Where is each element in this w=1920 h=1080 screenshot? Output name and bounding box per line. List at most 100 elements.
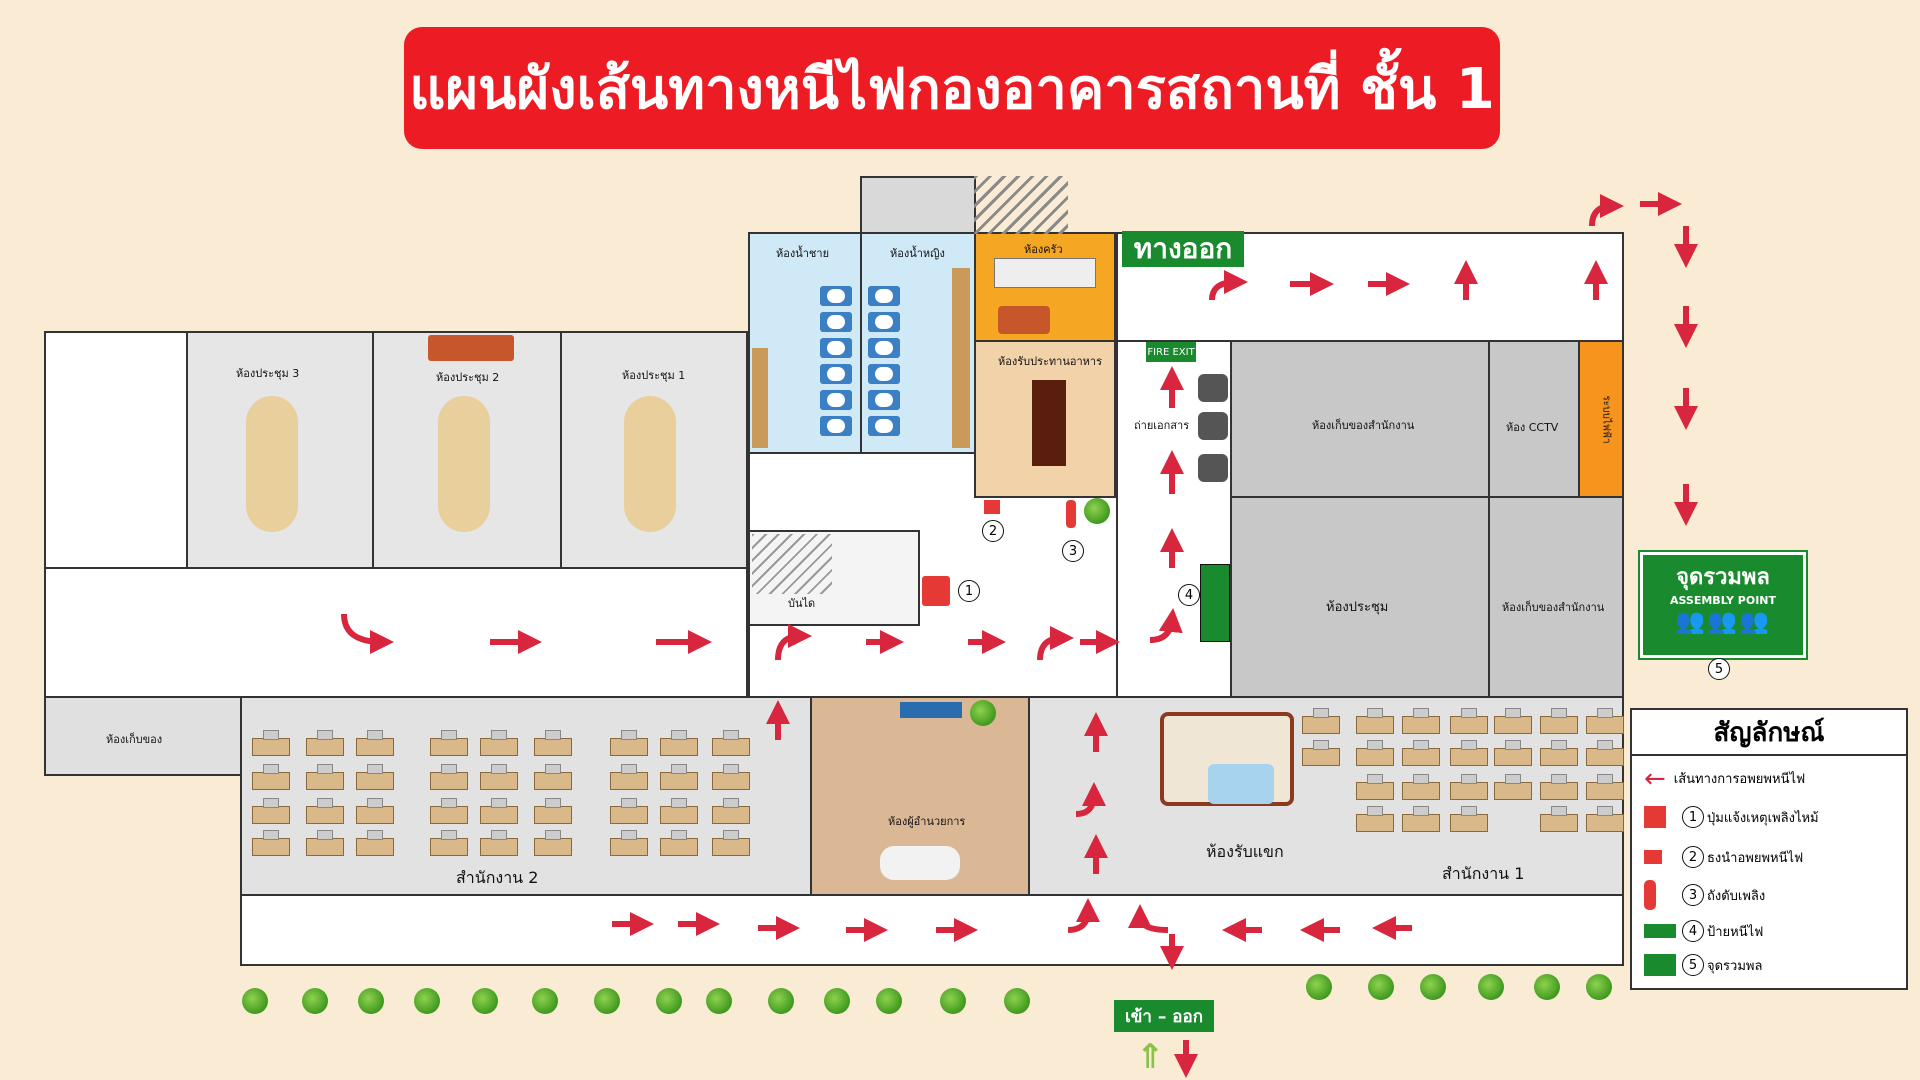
toilet-icon [820, 338, 852, 358]
desk-icon [1356, 774, 1394, 800]
fire-extinguisher-icon [1066, 500, 1076, 528]
desk-icon [1402, 740, 1440, 766]
tree-icon [414, 988, 440, 1014]
toilet-icon [868, 286, 900, 306]
meeting-table-3 [246, 396, 298, 532]
office-storage-right-label: ห้องเก็บของสำนักงาน [1502, 601, 1605, 614]
evac-arrow [1067, 898, 1100, 933]
desk-icon [356, 764, 394, 790]
toilet-male-label: ห้องน้ำชาย [776, 247, 830, 260]
desk-icon [534, 764, 572, 790]
kitchen-counter [994, 258, 1096, 288]
desk-icon [306, 764, 344, 790]
electrical-room [1578, 340, 1624, 498]
tree-icon [472, 988, 498, 1014]
tree-icon [1534, 974, 1560, 1000]
legend-item-label: ธงนำอพยพหนีไฟ [1707, 850, 1804, 866]
desk-icon [1450, 708, 1488, 734]
desk-icon [306, 830, 344, 856]
desk-icon [1540, 740, 1578, 766]
toilet-icon [868, 390, 900, 410]
director-conference-table [880, 846, 960, 880]
assembly-point-sign: จุดรวมพล ASSEMBLY POINT 👥👥👥 [1638, 550, 1808, 660]
desk-icon [712, 730, 750, 756]
assembly-point-icon [1644, 954, 1676, 976]
desk-icon [1586, 774, 1624, 800]
marker-5: 5 [1708, 658, 1730, 680]
toilet-icon [820, 364, 852, 384]
evacuation-flag-icon [1644, 850, 1662, 864]
kitchen-label: ห้องครัว [1024, 243, 1063, 256]
evac-arrow [1075, 782, 1106, 817]
tree-icon [242, 988, 268, 1014]
storage-room-label: ห้องเก็บของ [106, 733, 163, 746]
tree-icon [1004, 988, 1030, 1014]
desk-icon [534, 730, 572, 756]
director-bookshelf [900, 702, 962, 718]
desk-icon [480, 730, 518, 756]
desk-icon [534, 830, 572, 856]
desk-icon [252, 764, 290, 790]
tree-icon [824, 988, 850, 1014]
fire-extinguisher-icon [1644, 880, 1656, 910]
director-room-label: ห้องผู้อำนวยการ [888, 815, 966, 828]
legend-item-label: ป้ายหนีไฟ [1707, 924, 1764, 940]
tree-icon [940, 988, 966, 1014]
cctv-room-label: ห้อง CCTV [1506, 421, 1559, 434]
desk-icon [356, 730, 394, 756]
dining-room-label: ห้องรับประทานอาหาร [998, 355, 1102, 368]
entrance-arrow-up: ⇑ [1136, 1037, 1165, 1077]
tree-icon [532, 988, 558, 1014]
assembly-point-title: จุดรวมพล [1676, 565, 1770, 590]
copier [1198, 412, 1228, 440]
tree-icon [358, 988, 384, 1014]
exit-sign-top: ทางออก [1122, 231, 1244, 267]
legend-num: 1 [1682, 806, 1704, 828]
desk-icon [430, 730, 468, 756]
legend-item-route: ← เส้นทางการอพยพหนีไฟ [1644, 763, 1805, 794]
tree-icon [876, 988, 902, 1014]
desk-icon [1494, 774, 1532, 800]
stairs-label: บันได [788, 597, 816, 610]
tree-icon [1084, 498, 1110, 524]
desk-icon [1540, 774, 1578, 800]
red-arrow-icon: ← [1644, 763, 1666, 794]
desk-icon [252, 730, 290, 756]
tree-icon [302, 988, 328, 1014]
desk-icon [534, 798, 572, 824]
desk-icon [1302, 740, 1340, 766]
desk-icon [660, 830, 698, 856]
copier [1198, 374, 1228, 402]
marker-2: 2 [982, 520, 1004, 542]
stairs-steps [752, 534, 832, 594]
toilet-icon [868, 312, 900, 332]
evac-arrow [1128, 904, 1169, 933]
legend-item-label: ปุ่มแจ้งเหตุเพลิงไหม้ [1707, 810, 1819, 826]
marker-4: 4 [1178, 584, 1200, 606]
left-corridor [44, 567, 748, 698]
desk-icon [306, 798, 344, 824]
legend-item-alarm: 1 ปุ่มแจ้งเหตุเพลิงไหม้ [1644, 806, 1819, 828]
meeting-room-label: ห้องประชุม [1326, 600, 1389, 615]
desk-icon [1494, 740, 1532, 766]
office-2 [240, 696, 812, 896]
desk-icon [252, 830, 290, 856]
legend-title: สัญลักษณ์ [1632, 710, 1906, 756]
meeting-room-3-label: ห้องประชุม 3 [236, 367, 300, 380]
desk-icon [1540, 708, 1578, 734]
evac-arrow [1209, 270, 1248, 301]
kitchen-sofa [998, 306, 1050, 334]
toilet-icon [820, 390, 852, 410]
marker-3: 3 [1062, 540, 1084, 562]
tree-icon [1368, 974, 1394, 1000]
tree-icon [1306, 974, 1332, 1000]
meeting-table-1 [624, 396, 676, 532]
desk-icon [1450, 740, 1488, 766]
legend-num: 5 [1682, 954, 1704, 976]
marker-1: 1 [958, 580, 980, 602]
desk-icon [610, 830, 648, 856]
desk-icon [712, 798, 750, 824]
desk-icon [610, 730, 648, 756]
desk-icon [1402, 708, 1440, 734]
assembly-point-subtitle: ASSEMBLY POINT [1669, 594, 1776, 607]
